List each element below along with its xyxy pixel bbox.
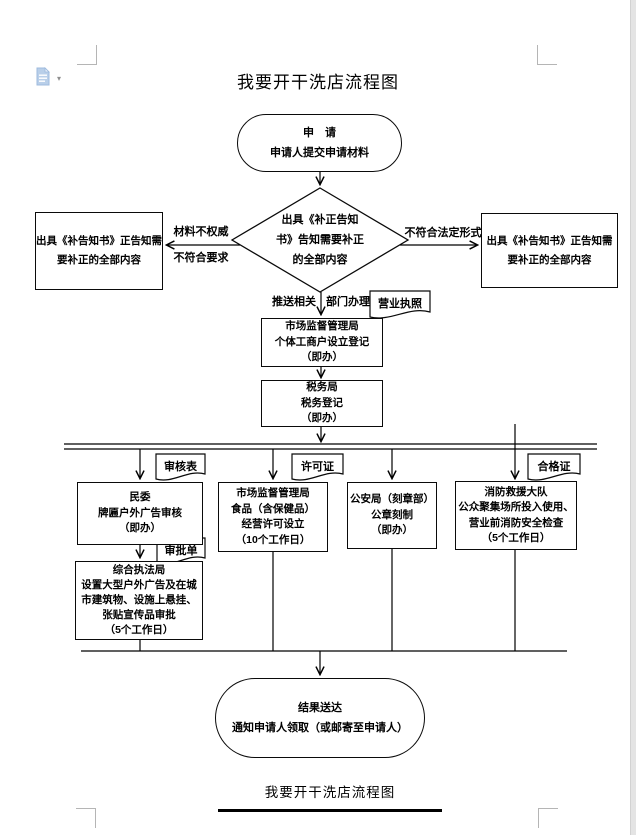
margin-crop-mark-bottom-left (76, 808, 96, 828)
decision-text: 出具《补正告知 书》告知需要补正 的全部内容 (250, 207, 390, 273)
push-label-right: 部门办理 (326, 296, 370, 308)
market-line-3: （即办） (301, 351, 343, 364)
start-line-1: 申 请 (303, 127, 336, 139)
branch-label-not-meeting-requirements: 不符合要求 (173, 252, 229, 264)
tax-line-3: （即办） (301, 412, 343, 425)
food-line-2: 食品（含保健品） (231, 502, 315, 515)
police-line-1: 公安局（刻章部） (350, 493, 434, 506)
dropdown-caret-icon: ▾ (57, 74, 62, 83)
food-permit-box: 市场监督管理局 食品（含保健品） 经营许可设立 （10个工作日） (218, 482, 328, 552)
doc-label-permit: 许可证 (301, 461, 334, 473)
police-seal-box: 公安局（刻章部） 公章刻制 （即办） (347, 482, 437, 549)
decision-line-2: 书》告知需要补正 (276, 234, 364, 246)
enforcement-line-5: （5个工作日） (104, 624, 174, 636)
margin-crop-mark-bottom-right (538, 808, 558, 828)
right-notice-line-1: 出具《补告知书》正告知需 (486, 234, 613, 247)
doc-label-review-form: 审核表 (164, 461, 197, 473)
doc-shape-certificate (527, 453, 581, 481)
right-notice-box: 出具《补告知书》正告知需 要补正的全部内容 (481, 213, 618, 288)
minwei-line-1: 民委 (129, 491, 151, 504)
right-notice-line-2: 要补正的全部内容 (507, 253, 592, 266)
doc-label-approval-slip: 审批单 (164, 545, 198, 557)
doc-shape-review-form (155, 453, 206, 481)
enforcement-line-1: 综合执法局 (112, 564, 166, 576)
branch-label-not-legal-form: 不符合法定形式 (404, 227, 482, 239)
decision-line-3: 的全部内容 (292, 254, 348, 266)
flow-arrows (140, 172, 515, 674)
end-line-1: 结果送达 (298, 702, 342, 714)
left-notice-box: 出具《补告知书》正告知需 要补正的全部内容 (35, 212, 163, 290)
start-terminator: 申 请 申请人提交申请材料 (237, 114, 402, 172)
fire-line-2: 公众聚集场所投入使用、 (458, 501, 574, 513)
branch-label-material-not-authoritative: 材料不权威 (173, 226, 229, 238)
left-notice-line-2: 要补正的全部内容 (57, 254, 141, 266)
clipboard-paste-icon (36, 67, 50, 86)
margin-crop-mark-top-right (537, 45, 557, 65)
enforcement-line-2: 设置大型户外广告及在城 (81, 579, 197, 591)
flow-lines (64, 443, 597, 652)
page-title: 我要开干洗店流程图 (237, 73, 399, 92)
food-line-1: 市场监督管理局 (236, 487, 310, 499)
doc-label-certificate: 合格证 (537, 461, 571, 473)
market-registration-box: 市场监督管理局 个体工商户设立登记 （即办） (261, 318, 383, 367)
police-line-2: 公章刻制 (371, 508, 413, 521)
start-line-2: 申请人提交申请材料 (270, 147, 369, 159)
market-line-2: 个体工商户设立登记 (274, 335, 370, 348)
margin-crop-mark-top-left (77, 45, 97, 65)
fire-line-1: 消防救援大队 (484, 485, 548, 498)
fire-line-3: 营业前消防安全检查 (468, 516, 564, 529)
enforcement-line-3: 市建筑物、设施上悬挂、 (81, 594, 197, 606)
doc-shape-business-license (369, 290, 431, 319)
window-background-strip (630, 0, 636, 835)
tax-line-2: 税务登记 (301, 396, 343, 409)
doc-shape-permit (291, 453, 344, 481)
minwei-line-3: （即办） (119, 522, 161, 535)
enforcement-line-4: 张贴宣传品审批 (102, 609, 176, 621)
figure-caption: 我要开干洗店流程图 (264, 785, 396, 800)
police-line-3: （即办） (371, 524, 413, 537)
food-line-3: 经营许可设立 (241, 518, 305, 530)
decision-diamond-shape (230, 187, 410, 293)
enforcement-approval-box: 综合执法局 设置大型户外广告及在城 市建筑物、设施上悬挂、 张贴宣传品审批 （5… (75, 561, 203, 640)
decision-line-1: 出具《补正告知 (281, 214, 359, 226)
fire-line-4: （5个工作日） (481, 532, 551, 544)
market-line-1: 市场监督管理局 (285, 320, 359, 333)
doc-label-business-license: 营业执照 (378, 298, 422, 310)
food-line-4: （10个工作日） (235, 533, 311, 546)
end-terminator: 结果送达 通知申请人领取（或邮寄至申请人） (215, 678, 425, 758)
minwei-line-2: 牌匾户外广告审核 (98, 506, 182, 519)
tax-registration-box: 税务局 税务登记 （即办） (261, 380, 383, 427)
tax-line-1: 税务局 (306, 381, 338, 394)
push-label-left: 推送相关 (272, 296, 316, 308)
end-line-2: 通知申请人领取（或邮寄至申请人） (232, 722, 408, 734)
caption-underline (218, 809, 442, 812)
fire-inspection-box: 消防救援大队 公众聚集场所投入使用、 营业前消防安全检查 （5个工作日） (455, 481, 577, 550)
left-notice-line-1: 出具《补告知书》正告知需 (36, 235, 162, 247)
paste-options-button[interactable]: ▾ (36, 67, 68, 91)
minwei-signboard-box: 民委 牌匾户外广告审核 （即办） (77, 482, 203, 545)
